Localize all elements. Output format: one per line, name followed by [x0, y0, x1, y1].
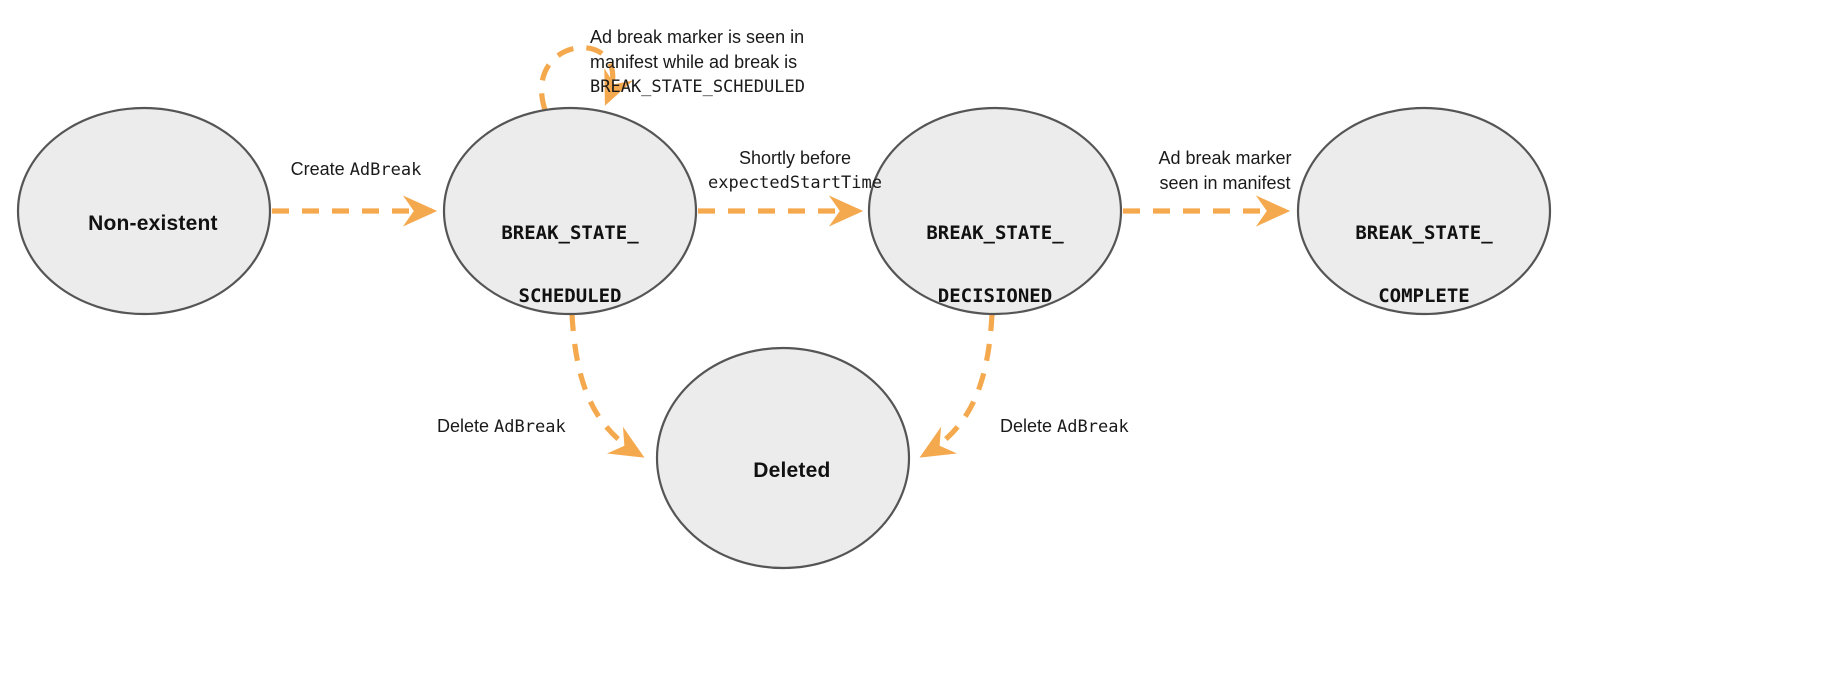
node-break-state-decisioned [867, 106, 1123, 316]
edge-self-loop-scheduled [539, 45, 633, 111]
node-break-state-complete [1296, 106, 1552, 316]
node-deleted [655, 346, 911, 570]
node-non-existent [16, 106, 272, 316]
node-break-state-scheduled [442, 106, 698, 316]
edge-delete-from-decisioned [919, 313, 995, 458]
edge-delete-from-scheduled [569, 313, 645, 458]
